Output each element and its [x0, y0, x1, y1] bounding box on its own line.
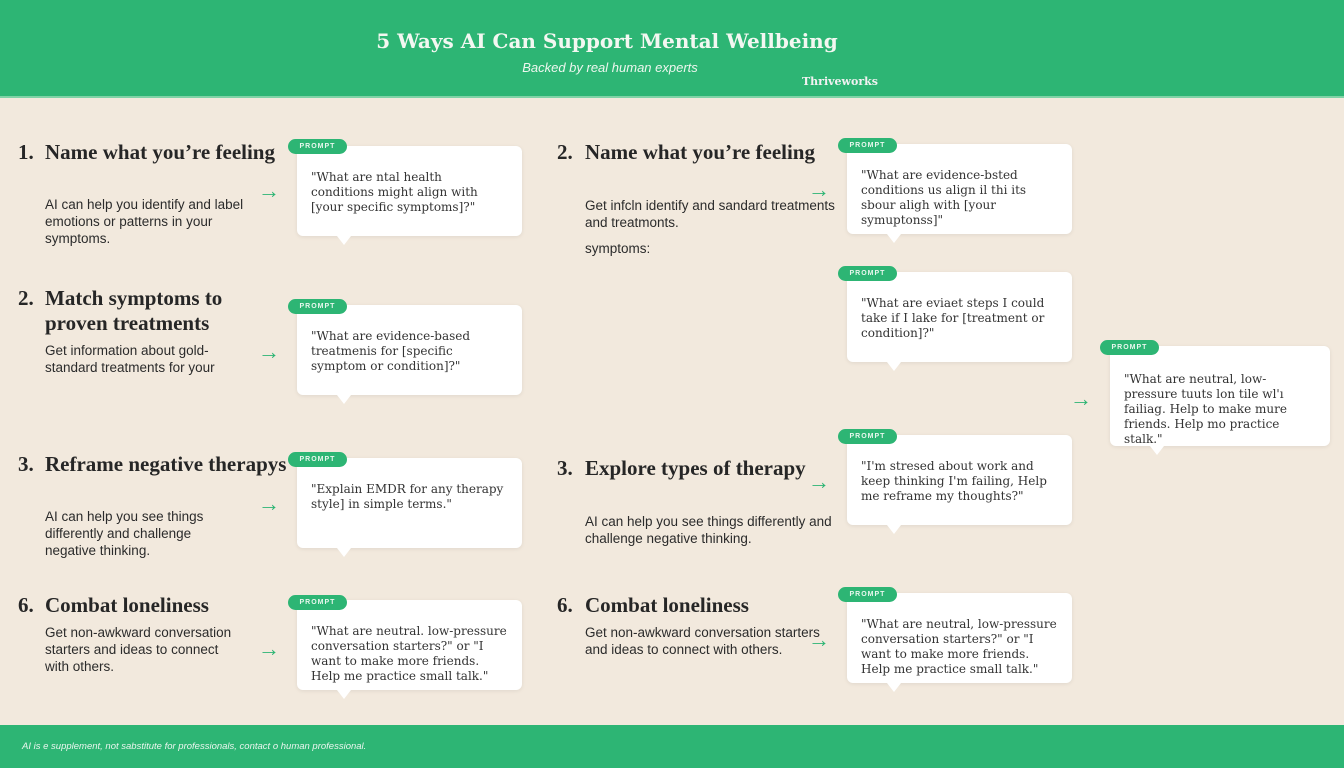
item-title: Explore types of therapy — [585, 456, 806, 480]
page-subtitle: Backed by real human experts — [522, 60, 698, 75]
item-title: Name what you’re feeling — [585, 140, 815, 164]
item-number: 6. — [18, 593, 34, 617]
item-number: 1. — [18, 140, 34, 164]
prompt-card[interactable]: "What are neutral, low-pressure tuuts lo… — [1110, 346, 1330, 455]
item-description: Get non-awkward conversation starters an… — [45, 625, 232, 674]
prompt-card[interactable]: "What are ntal health conditions might a… — [297, 146, 522, 245]
item-title: Combat loneliness — [585, 593, 749, 617]
prompt-badge: PROMPT — [288, 299, 347, 314]
prompt-badge: PROMPT — [288, 139, 347, 154]
item-number: 2. — [18, 286, 34, 310]
item-title: Match symptoms to proven treatments — [45, 286, 223, 335]
arrow-right-icon: → — [258, 491, 280, 516]
prompt-card[interactable]: "What are evidence-bsted conditions us a… — [847, 144, 1072, 243]
disclaimer-text: AI is e supplement, not sabstitute for p… — [22, 741, 367, 752]
prompt-card[interactable]: "I'm stresed about work and keep thinkin… — [847, 435, 1072, 534]
prompt-card[interactable]: "What are eviaet steps I could take if I… — [847, 272, 1072, 371]
item-description: AI can help you identify and label emoti… — [45, 197, 244, 246]
footer-banner: AI is e supplement, not sabstitute for p… — [0, 725, 1344, 768]
item-number: 2. — [557, 140, 573, 164]
prompt-badge: PROMPT — [838, 587, 897, 602]
prompt-badge: PROMPT — [1100, 340, 1159, 355]
item-description: Get infcln identify and sandard treatmen… — [585, 198, 835, 230]
item-description: Get non-awkward conversation starters an… — [585, 625, 820, 657]
arrow-right-icon: → — [808, 469, 830, 494]
prompt-card[interactable]: "Explain EMDR for any therapy style] in … — [297, 458, 522, 557]
item-description-extra: symptoms: — [585, 241, 651, 256]
item-description: AI can help you see things differently a… — [45, 509, 204, 558]
prompt-card[interactable]: "What are neutral, low-pressure conversa… — [847, 593, 1072, 692]
prompt-badge: PROMPT — [838, 429, 897, 444]
arrow-right-icon: → — [258, 636, 280, 661]
prompt-badge: PROMPT — [838, 266, 897, 281]
item-description: Get information about gold-standard trea… — [45, 343, 215, 375]
arrow-right-icon: → — [258, 339, 280, 364]
header-banner: 5 Ways AI Can Support Mental Wellbeing B… — [0, 0, 1344, 98]
item-title: Combat loneliness — [45, 593, 209, 617]
arrow-right-icon: → — [808, 177, 830, 202]
prompt-card[interactable]: "What are neutral. low-pressure conversa… — [297, 600, 522, 699]
prompt-badge: PROMPT — [288, 452, 347, 467]
prompt-card[interactable]: "What are evidence-based treatmenis for … — [297, 305, 522, 404]
item-number: 3. — [18, 452, 34, 476]
prompt-badge: PROMPT — [288, 595, 347, 610]
item-number: 3. — [557, 456, 573, 480]
item-description: AI can help you see things differently a… — [585, 514, 832, 546]
page-title: 5 Ways AI Can Support Mental Wellbeing — [376, 29, 838, 53]
prompt-badge: PROMPT — [838, 138, 897, 153]
thriveworks-logo: Thriveworks — [802, 75, 878, 88]
arrow-right-icon: → — [808, 627, 830, 652]
item-title: Name what you’re feeling — [45, 140, 275, 164]
arrow-right-icon: → — [258, 178, 280, 203]
item-number: 6. — [557, 593, 573, 617]
arrow-right-icon: → — [1070, 386, 1092, 411]
item-title: Reframe negative therapys — [45, 452, 287, 476]
